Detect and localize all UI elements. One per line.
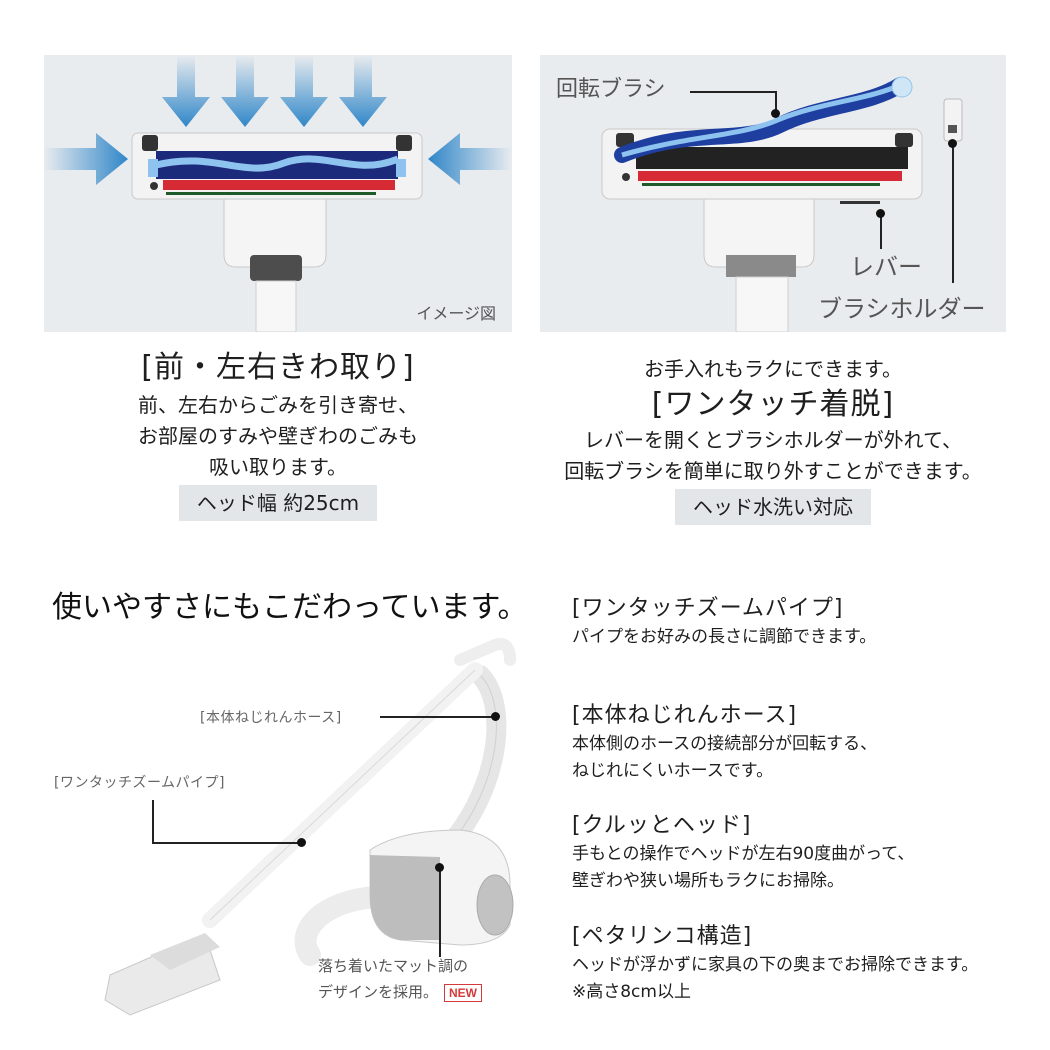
feature-heading: [前・左右きわ取り]: [141, 350, 415, 385]
callout-dot: [876, 209, 885, 218]
leader-line: [439, 867, 441, 957]
callout-hose: [本体ねじれんホース]: [200, 710, 342, 726]
callout-design-line-2: デザインを採用。 NEW: [318, 979, 483, 1005]
callout-pipe: [ワンタッチズームパイプ]: [54, 775, 226, 791]
vacuum-head-illustration: [44, 55, 512, 332]
feature-title: [本体ねじれんホース]: [572, 703, 798, 728]
callout-dot: [948, 139, 957, 148]
feature-title: [ペタリンコ構造]: [572, 924, 753, 949]
callout-dot: [297, 838, 306, 847]
feature-lead: お手入れもラクにできます。: [644, 357, 902, 381]
callout-lever: レバー: [850, 253, 922, 281]
feature-list: [ワンタッチズームパイプ] パイプをお好みの長さに調節できます。 [本体ねじれん…: [572, 594, 1032, 1006]
callout-dot: [491, 712, 500, 721]
leader-line: [152, 800, 154, 843]
feature-item: [ワンタッチズームパイプ] パイプをお好みの長さに調節できます。: [572, 594, 1032, 701]
brush-removal-illustration: [601, 76, 963, 332]
callout-dot: [771, 109, 780, 118]
feature-item: [本体ねじれんホース] 本体側のホースの接続部分が回転する、 ねじれにくいホース…: [572, 701, 1032, 811]
feature-heading: [ワンタッチ着脱]: [651, 387, 895, 422]
leader-line: [380, 716, 495, 718]
callout-rotating-brush: 回転ブラシ: [556, 77, 666, 102]
feature-line: 壁ぎわや狭い場所もラクにお掃除。: [572, 871, 844, 891]
image-label: イメージ図: [416, 304, 496, 323]
feature-line: ねじれにくいホースです。: [572, 761, 774, 781]
feature-title: [ワンタッチズームパイプ]: [572, 596, 844, 621]
arrow-left-icon: [428, 133, 512, 185]
callout-brush-holder: ブラシホルダー: [818, 295, 986, 323]
feature-item: [ペタリンコ構造] ヘッドが浮かずに家具の下の奥までお掃除できます。 ※高さ8c…: [572, 922, 1032, 1006]
leader-line: [880, 213, 882, 249]
section-title: 使いやすさにもこだわっています。: [52, 590, 528, 625]
new-badge: NEW: [444, 984, 483, 1002]
feature-body-line: お部屋のすみや壁ぎわのごみも: [138, 424, 418, 448]
feature-body-line: 吸い取ります。: [209, 455, 347, 479]
callout-design-line: 落ち着いたマット調の: [318, 957, 469, 975]
spec-badge: ヘッド幅 約25cm: [178, 485, 378, 521]
canister-vacuum-illustration: [104, 638, 516, 1016]
leader-line: [152, 842, 302, 844]
feature-line: 手もとの操作でヘッドが左右90度曲がって、: [572, 844, 915, 864]
feature-body-line: レバーを開くとブラシホルダーが外れて、: [584, 428, 962, 452]
vacuum-product-image: [本体ねじれんホース] [ワンタッチズームパイプ] 落ち着いたマット調の デザイ…: [40, 635, 540, 1020]
callout-design: 落ち着いたマット調の デザインを採用。 NEW: [318, 953, 483, 1005]
feature-body-line: 前、左右からごみを引き寄せ、: [138, 393, 418, 417]
right-feature-text: お手入れもラクにできます。 [ワンタッチ着脱] レバーを開くとブラシホルダーが外…: [540, 354, 1006, 525]
head-suction-image: イメージ図: [44, 55, 512, 332]
brush-removal-image: 回転ブラシ レバー ブラシホルダー: [540, 55, 1006, 332]
feature-note: ※高さ8cm以上: [572, 982, 691, 1002]
arrow-down-icon: [162, 55, 387, 127]
left-feature-text: [前・左右きわ取り] 前、左右からごみを引き寄せ、 お部屋のすみや壁ぎわのごみも…: [44, 350, 512, 521]
feature-body-line: 回転ブラシを簡単に取り外すことができます。: [564, 459, 982, 483]
leader-line: [775, 91, 777, 113]
leader-line: [952, 143, 954, 283]
feature-title: [クルッとヘッド]: [572, 813, 752, 838]
feature-line: パイプをお好みの長さに調節できます。: [572, 627, 877, 647]
feature-line: ヘッドが浮かずに家具の下の奥までお掃除できます。: [572, 955, 979, 975]
callout-design-text: デザインを採用。: [318, 983, 439, 1001]
feature-item: [クルッとヘッド] 手もとの操作でヘッドが左右90度曲がって、 壁ぎわや狭い場所…: [572, 811, 1032, 922]
feature-line: 本体側のホースの接続部分が回転する、: [572, 734, 878, 754]
arrow-right-icon: [44, 133, 128, 185]
leader-line: [690, 91, 776, 93]
callout-dot: [435, 863, 444, 872]
spec-badge: ヘッド水洗い対応: [675, 489, 871, 525]
